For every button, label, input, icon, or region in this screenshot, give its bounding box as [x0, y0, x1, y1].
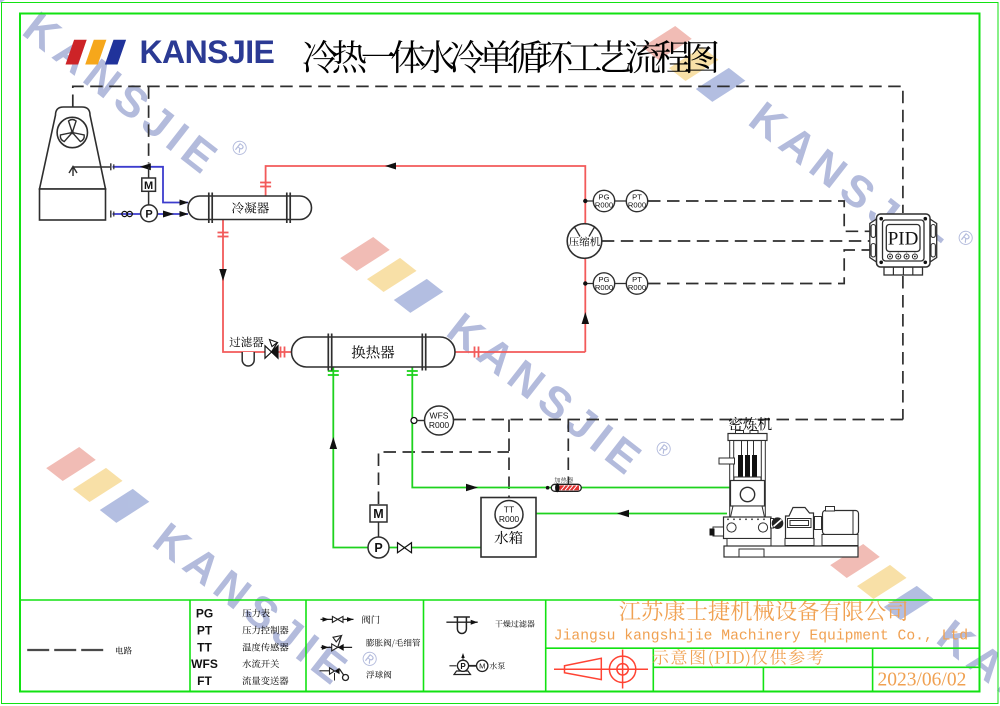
svg-text:PT: PT: [632, 192, 642, 201]
svg-text:FT: FT: [197, 674, 212, 688]
svg-text:R000: R000: [628, 200, 646, 209]
svg-text:PG: PG: [196, 606, 213, 620]
svg-text:TT: TT: [504, 505, 514, 515]
svg-text:M: M: [373, 507, 383, 521]
svg-text:KANSJIE: KANSJIE: [140, 34, 275, 70]
svg-text:PT: PT: [632, 275, 642, 284]
svg-text:R000: R000: [595, 200, 613, 209]
svg-text:TT: TT: [197, 640, 212, 654]
svg-text:PG: PG: [599, 192, 610, 201]
svg-text:P: P: [145, 208, 152, 220]
svg-text:PT: PT: [197, 623, 213, 637]
svg-text:R000: R000: [499, 514, 520, 524]
svg-text:M: M: [144, 180, 153, 192]
svg-text:2023/06/02: 2023/06/02: [878, 670, 967, 691]
svg-text:M: M: [479, 662, 485, 671]
svg-text:PID: PID: [888, 229, 919, 250]
svg-text:P: P: [374, 541, 382, 555]
svg-text:PG: PG: [599, 275, 610, 284]
svg-text:R000: R000: [595, 283, 613, 292]
svg-text:P: P: [460, 662, 466, 671]
svg-text:WFS: WFS: [430, 411, 449, 421]
svg-text:WFS: WFS: [191, 657, 218, 671]
svg-text:Jiangsu kangshijie Machinery E: Jiangsu kangshijie Machinery Equipment C…: [554, 629, 968, 645]
svg-text:R000: R000: [628, 283, 646, 292]
svg-text:R000: R000: [429, 420, 450, 430]
